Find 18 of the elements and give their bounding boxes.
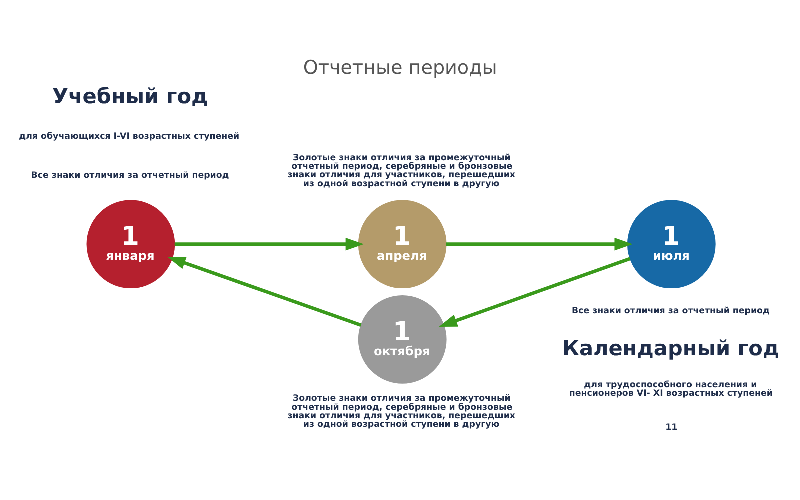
node-label: Все знаки отличия за отчетный период: [31, 171, 230, 182]
node-label: Золотые знаки отличия за промежуточный отчетный период, серебряные и бронзовые знаки отличия для участников, перешедших из одной возрастной ступени в другую: [288, 153, 516, 190]
label: Учебный год: [52, 84, 208, 108]
arrow: [168, 257, 362, 327]
arrow: [174, 238, 364, 251]
label: 11: [666, 423, 678, 434]
node-label: Все знаки отличия за отчетный период: [572, 306, 770, 316]
diagram-title: Отчетные периоды: [303, 57, 498, 80]
node-circle: 1 января: [86, 200, 176, 289]
node-circle: 1 октября: [358, 296, 447, 384]
node-circle: 1 апреля: [358, 200, 447, 289]
label: для трудоспособного населения и пенсионеров VI- XI возрастных ступеней: [569, 380, 773, 400]
arrow: [446, 238, 633, 251]
label: Календарный год: [562, 336, 780, 360]
node-label: Золотые знаки отличия за промежуточный отчетный период, серебряные и бронзовые знаки отличия для участников, перешедших из одной возрастной ступени в другую: [288, 394, 516, 430]
node-circle: 1 июля: [627, 200, 716, 289]
arrow: [439, 257, 631, 327]
label: для обучающихся I-VI возрастных ступеней: [19, 132, 240, 142]
